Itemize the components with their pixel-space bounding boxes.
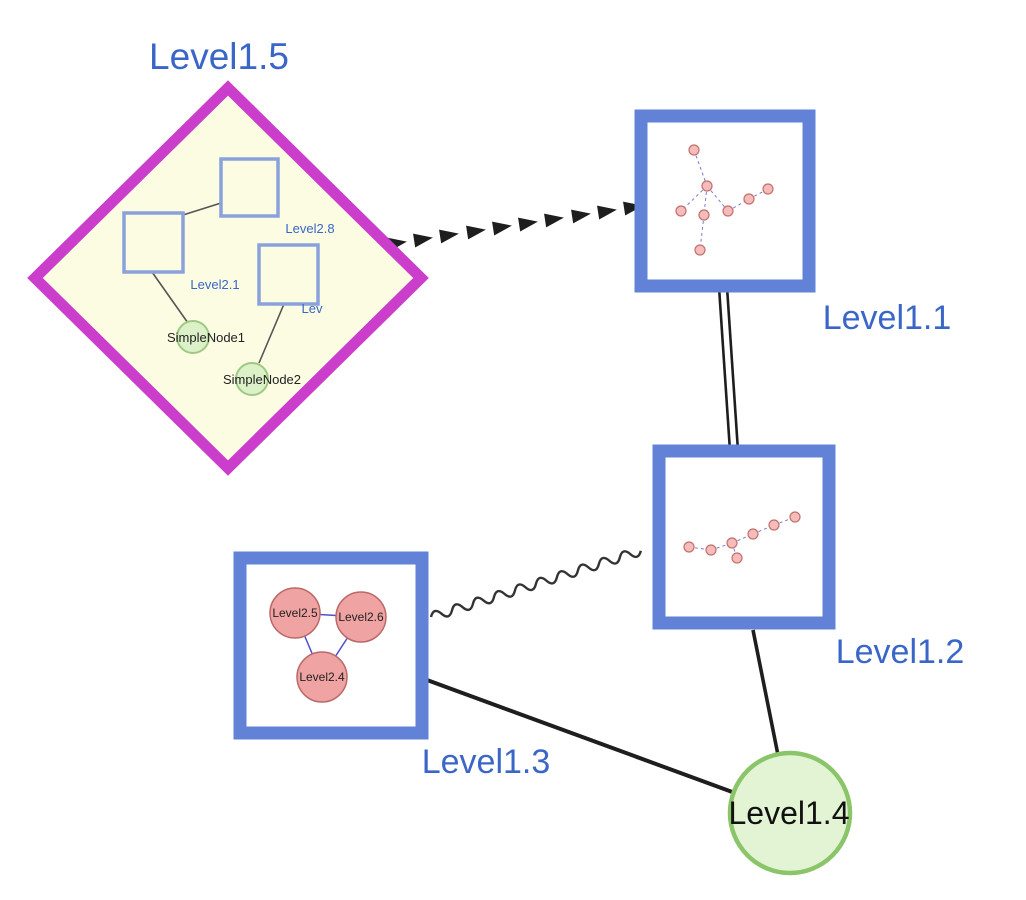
- level1-2-subgraph: [683, 511, 801, 564]
- level2-5-label: Level2.5: [272, 606, 318, 620]
- node-lev[interactable]: [257, 243, 320, 306]
- edge-level1-5-to-level1-1[interactable]: [387, 201, 643, 252]
- subgraph-node[interactable]: [688, 144, 700, 156]
- subgraph-node[interactable]: [701, 180, 713, 192]
- simplenode2-label: SimpleNode2: [223, 372, 301, 387]
- subgraph-node[interactable]: [768, 519, 780, 531]
- subgraph-node[interactable]: [694, 244, 706, 256]
- subgraph-node[interactable]: [722, 205, 734, 217]
- level1-5-diamond[interactable]: [27, 80, 429, 476]
- subgraph-node[interactable]: [762, 183, 774, 195]
- subgraph-node[interactable]: [698, 209, 710, 221]
- node-level2-8[interactable]: [219, 157, 280, 218]
- level1-5-label: Level1.5: [149, 36, 289, 77]
- level1-4-circle[interactable]: [727, 750, 853, 876]
- edge-level1-1-to-level1-2[interactable]: [717, 286, 740, 452]
- subgraph-node[interactable]: [731, 552, 743, 564]
- level1-3-rect[interactable]: [233, 551, 429, 740]
- node-level1-4[interactable]: Level1.4: [727, 750, 853, 876]
- node-level1-2[interactable]: [652, 444, 836, 630]
- level1-4-label: Level1.4: [729, 795, 850, 831]
- level2-8-label: Level2.8: [285, 221, 334, 236]
- edge-level1-3-to-level1-2[interactable]: [429, 547, 643, 622]
- node-simplenode1[interactable]: [176, 320, 210, 354]
- level2-6-label: Level2.6: [338, 610, 384, 624]
- edge-level1-3-to-level1-4[interactable]: [426, 678, 736, 795]
- subgraph-node[interactable]: [747, 528, 759, 540]
- subgraph-node[interactable]: [683, 541, 695, 553]
- node-level1-5[interactable]: Level2.8 Level2.1 Lev SimpleNode1 Simple…: [27, 80, 429, 476]
- level1-2-rect[interactable]: [652, 444, 836, 630]
- node-level2-6[interactable]: [335, 591, 387, 643]
- node-level2-1[interactable]: [122, 211, 185, 274]
- subgraph-node[interactable]: [743, 193, 755, 205]
- level1-1-subgraph-edges: [680, 149, 769, 251]
- simplenode1-label: SimpleNode1: [167, 330, 245, 345]
- level1-2-label: Level1.2: [836, 633, 965, 671]
- level1-1-subgraph: [675, 144, 774, 256]
- subgraph-node[interactable]: [705, 544, 717, 556]
- edge-level1-2-to-level1-4[interactable]: [751, 629, 780, 756]
- level2-4-label: Level2.4: [299, 670, 345, 684]
- node-level2-4[interactable]: [296, 651, 348, 703]
- node-level1-3[interactable]: Level2.5 Level2.6 Level2.4: [233, 551, 429, 740]
- node-level1-1[interactable]: [634, 109, 816, 293]
- level1-5-inner-edges: [151, 202, 285, 364]
- level2-1-label: Level2.1: [190, 277, 239, 292]
- subgraph-node[interactable]: [675, 205, 687, 217]
- level1-1-rect[interactable]: [634, 109, 816, 293]
- node-simplenode2[interactable]: [235, 362, 269, 396]
- subgraph-node[interactable]: [726, 537, 738, 549]
- lev-label: Lev: [302, 301, 323, 316]
- level1-3-label: Level1.3: [422, 743, 551, 781]
- node-level2-5[interactable]: [269, 587, 321, 639]
- subgraph-node[interactable]: [789, 511, 801, 523]
- level1-1-label: Level1.1: [823, 299, 952, 337]
